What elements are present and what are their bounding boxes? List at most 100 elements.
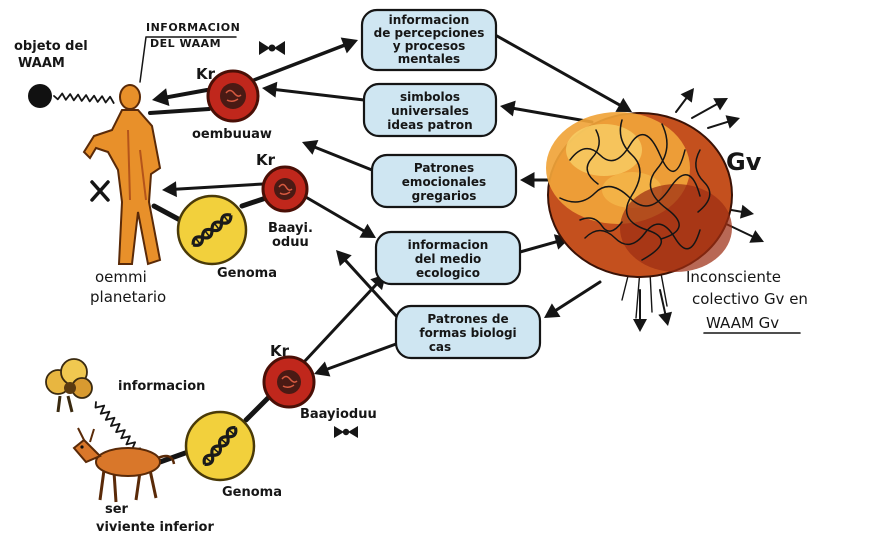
arrow-kr1-to-human-head <box>152 88 170 106</box>
brain-collective-unconscious <box>546 112 733 319</box>
oemmi-label-line1: oemmi <box>95 268 147 286</box>
waam-object-dot <box>28 84 52 108</box>
arrow-emocionales-to-oembuuaw-head <box>302 140 319 155</box>
arrow-brain-out-5-head <box>749 230 764 243</box>
box-simbolos-line2: universales <box>391 104 469 118</box>
animal-figure <box>72 427 176 503</box>
objeto-label-line2: WAAM <box>18 56 65 71</box>
tree-figure <box>45 358 93 413</box>
arrow-kr2-to-human-head <box>162 181 177 198</box>
dna-helix-icon <box>191 213 233 247</box>
information-wave-lower <box>94 401 142 452</box>
kr-label-3: Kr <box>270 342 290 360</box>
informacion-waam-line2: DEL WAAM <box>150 37 221 50</box>
kr-circle-2 <box>261 165 309 213</box>
arrow-kr1-to-percepciones <box>252 41 352 82</box>
oembuuaw-label: oembuuaw <box>192 127 272 142</box>
arrow-brain-out-4-head <box>740 204 754 219</box>
arrow-percepciones-to-brain-head <box>615 97 632 112</box>
box-percepciones-line2: de percepciones <box>374 26 485 40</box>
arrow-formas-to-kr2-head <box>336 250 352 267</box>
arrow-simbolos-to-kr1-head <box>262 81 278 98</box>
objeto-label-line1: objeto del <box>14 39 88 54</box>
genoma-label-1: Genoma <box>217 266 277 281</box>
x-mark-icon <box>90 180 110 202</box>
gv-label: Gv <box>726 148 762 176</box>
genoma-circle-2 <box>184 410 256 482</box>
arrow-kr1-to-human <box>159 88 209 101</box>
arrow-formas-to-kr3 <box>320 342 398 373</box>
kr-circle-1 <box>206 69 260 123</box>
arrow-brain-out-3-head <box>725 115 740 129</box>
box-percepciones-line1: informacion <box>389 13 470 27</box>
box-simbolos-line1: simbolos <box>400 90 460 104</box>
line-kr2-to-genoma1 <box>239 195 269 209</box>
baayi-oduu-line2: oduu <box>272 235 309 250</box>
box-simbolos-line3: ideas patron <box>387 118 472 132</box>
bowtie-icon <box>259 41 285 55</box>
oemmi-label-line2: planetario <box>90 288 166 306</box>
arrow-formas-to-kr2 <box>340 254 400 320</box>
kr-circle-3 <box>262 355 316 409</box>
box-percepciones-line4: mentales <box>398 52 460 66</box>
arrow-simbolos-to-kr1 <box>269 87 366 102</box>
genoma-label-2: Genoma <box>222 485 282 500</box>
arrow-kr2-to-human <box>169 182 265 191</box>
inconsciente-line3: WAAM Gv <box>706 314 779 332</box>
arrow-kr2-to-medio <box>302 194 370 236</box>
arrow-brain-out-2-head <box>713 98 728 111</box>
box-simbolos: simbolos universales ideas patron <box>362 82 498 138</box>
box-formas-line3: cas <box>429 340 451 354</box>
informacion-lower-label: informacion <box>118 379 205 394</box>
dna-helix-icon-lower <box>202 426 238 466</box>
line-kr3-to-genoma2 <box>243 393 273 423</box>
baayi-oduu-line1: Baayi. <box>268 221 313 236</box>
box-medio-line2: del medio <box>415 252 482 266</box>
arrow-brain-out-2 <box>691 100 723 119</box>
arrow-kr1-to-percepciones-head <box>340 37 358 54</box>
bowtie-icon-lower <box>334 426 358 438</box>
box-emocionales-line1: Patrones <box>414 161 474 175</box>
arrow-kr2-to-medio-head <box>359 223 376 238</box>
arrow-brain-out-1-head <box>680 88 694 103</box>
arrow-brain-to-emocionales-head <box>520 172 535 188</box>
box-percepciones-line3: y procesos <box>393 39 466 53</box>
box-emocionales-line3: gregarios <box>412 189 477 203</box>
box-medio-ecologico: informacion del medio ecologico <box>374 230 522 286</box>
arrow-brain-to-formas <box>549 280 602 315</box>
arrow-brain-out-7-head <box>658 311 672 326</box>
box-formas-line2: formas biologi <box>419 326 516 340</box>
line-genoma1-to-human <box>151 203 183 223</box>
box-medio-line1: informacion <box>408 238 489 252</box>
genoma-circle-1 <box>176 194 248 266</box>
box-emocionales-line2: emocionales <box>402 175 486 189</box>
arrow-percepciones-to-brain <box>495 34 626 110</box>
kr-label-2: Kr <box>256 151 276 169</box>
arrow-kr3-to-medio <box>302 278 382 364</box>
arrow-medio-to-brain <box>518 238 564 254</box>
kr-label-1: Kr <box>196 65 216 83</box>
arrow-brain-to-simbolos-head <box>500 100 516 117</box>
baayioduu-label: Baayioduu <box>300 407 377 422</box>
box-formas-line1: Patrones de <box>427 312 508 326</box>
informacion-waam-line1: INFORMACION <box>146 21 240 34</box>
arrow-brain-out-6-head <box>633 319 647 332</box>
arrow-formas-to-kr3-head <box>314 361 331 377</box>
inconsciente-line1: Inconsciente <box>686 268 781 286</box>
arrow-brain-to-formas-head <box>544 303 561 318</box>
informacion-waam-bracket <box>139 36 237 83</box>
box-percepciones: informacion de percepciones y procesos m… <box>360 8 498 72</box>
arrow-brain-to-simbolos <box>507 105 594 124</box>
line-human-to-kr1 <box>148 107 211 115</box>
box-formas-biologicas: Patrones de formas biologi cas <box>394 304 542 360</box>
waam-information-wave <box>53 92 115 104</box>
oemmi-human-figure <box>82 84 162 266</box>
arrow-emocionales-to-oembuuaw <box>308 143 374 172</box>
inconsciente-line2: colectivo Gv en <box>692 290 808 308</box>
box-emocionales: Patrones emocionales gregarios <box>370 153 518 209</box>
box-medio-line3: ecologico <box>416 266 480 280</box>
line-genoma2-to-animal <box>157 449 191 465</box>
ser-label-line2: viviente inferior <box>96 520 214 535</box>
ser-label-line1: ser <box>105 502 129 517</box>
